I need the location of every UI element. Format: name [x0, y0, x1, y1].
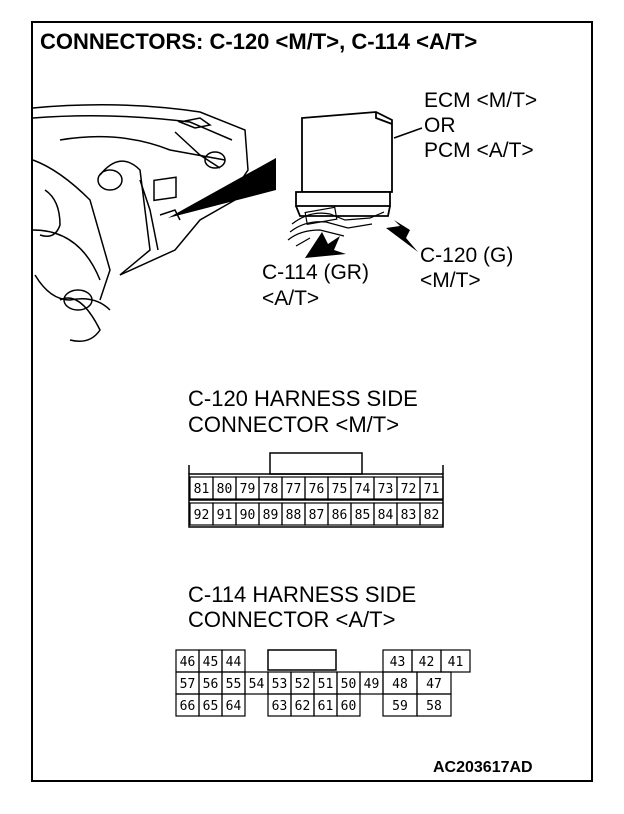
c114-pin-56-label: 56 — [203, 677, 219, 692]
c114-pin-65-label: 65 — [203, 699, 219, 714]
wire-harness — [287, 206, 385, 247]
c114-pin-45-label: 45 — [203, 655, 219, 670]
c114-pin-49-label: 49 — [364, 677, 380, 692]
c120-pin-85-label: 85 — [355, 508, 371, 523]
c120-pin-81-label: 81 — [194, 482, 210, 497]
c120-pin-88-label: 88 — [286, 508, 302, 523]
c114-pin-50-label: 50 — [341, 677, 357, 692]
c120-pin-71-label: 71 — [424, 482, 440, 497]
c120-pin-78-label: 78 — [263, 482, 279, 497]
c114-pin-48-label: 48 — [392, 677, 408, 692]
c120-pin-84-label: 84 — [378, 508, 394, 523]
dashboard-console — [99, 160, 151, 276]
c114-pin-43-label: 43 — [390, 655, 406, 670]
ecm-leader-line — [393, 127, 423, 139]
c120-pin-90-label: 90 — [240, 508, 256, 523]
c120-pin-87-label: 87 — [309, 508, 325, 523]
pointer-wedge — [168, 158, 276, 218]
c114-pin-51-label: 51 — [318, 677, 334, 692]
c120-pin-72-label: 72 — [401, 482, 417, 497]
c114-pin-66-label: 66 — [180, 699, 196, 714]
c114-arrow — [305, 232, 346, 258]
c120-pin-76-label: 76 — [309, 482, 325, 497]
c120-label-line1: C-120 (G) — [420, 244, 514, 267]
c114-pin-58-label: 58 — [426, 699, 442, 714]
c120-label-line2: <M/T> — [420, 269, 481, 292]
c114-pin-41-label: 41 — [448, 655, 464, 670]
ecm-label-line2: OR — [424, 114, 456, 137]
c114-pin-42-label: 42 — [419, 655, 435, 670]
c114-pin-60-label: 60 — [341, 699, 357, 714]
c114-pin-64-cell — [221, 693, 246, 717]
c114-lock-tab — [267, 649, 337, 671]
c114-label-line2: <A/T> — [262, 287, 320, 310]
c120-pin-77-label: 77 — [286, 482, 302, 497]
c114-pin-52-label: 52 — [295, 677, 311, 692]
steering-area — [32, 229, 101, 281]
c120-pin-83-label: 83 — [401, 508, 417, 523]
c120-pin-92-label: 92 — [194, 508, 210, 523]
c114-pin-63-label: 63 — [272, 699, 288, 714]
c114-pin-60-cell — [336, 693, 361, 717]
ecm-label-line3: PCM <A/T> — [424, 139, 534, 162]
c114-heading-line2: CONNECTOR <A/T> — [188, 607, 396, 632]
diagram-frame — [31, 21, 593, 782]
c114-pin-53-label: 53 — [272, 677, 288, 692]
page-title: CONNECTORS: C-120 <M/T>, C-114 <A/T> — [40, 29, 478, 54]
c114-pin-46-label: 46 — [180, 655, 196, 670]
c114-pin-44-label: 44 — [226, 655, 242, 670]
c114-pin-58-cell — [416, 693, 452, 717]
c120-pin-71-cell — [419, 476, 444, 500]
c120-pin-79-label: 79 — [240, 482, 256, 497]
dashboard-top-edge — [32, 104, 249, 183]
c114-pin-61-label: 61 — [318, 699, 334, 714]
c114-pin-54-label: 54 — [249, 677, 265, 692]
c120-heading-line2: CONNECTOR <M/T> — [188, 412, 400, 437]
c114-pin-64-label: 64 — [226, 699, 242, 714]
ecm-label-line1: ECM <M/T> — [424, 89, 538, 112]
c120-pin-75-label: 75 — [332, 482, 348, 497]
figure-code: AC203617AD — [433, 759, 533, 776]
c120-pin-82-cell — [419, 502, 444, 526]
c120-pin-73-label: 73 — [378, 482, 394, 497]
c120-pin-74-label: 74 — [355, 482, 371, 497]
c120-pin-91-label: 91 — [217, 508, 233, 523]
c114-heading-line1: C-114 HARNESS SIDE — [188, 582, 417, 607]
c120-pin-89-label: 89 — [263, 508, 279, 523]
c114-pin-47-label: 47 — [426, 677, 442, 692]
c120-heading-line1: C-120 HARNESS SIDE — [188, 386, 418, 411]
c120-pin-80-label: 80 — [217, 482, 233, 497]
c114-label-line1: C-114 (GR) — [262, 261, 369, 284]
ecm-box — [295, 111, 393, 217]
c120-arrow — [386, 220, 418, 252]
c114-pin-55-label: 55 — [226, 677, 242, 692]
c114-pin-59-label: 59 — [392, 699, 408, 714]
c114-pin-41-cell — [440, 649, 471, 673]
c114-pin-57-label: 57 — [180, 677, 196, 692]
c114-pin-62-label: 62 — [295, 699, 311, 714]
c120-pin-86-label: 86 — [332, 508, 348, 523]
c120-pin-82-label: 82 — [424, 508, 440, 523]
